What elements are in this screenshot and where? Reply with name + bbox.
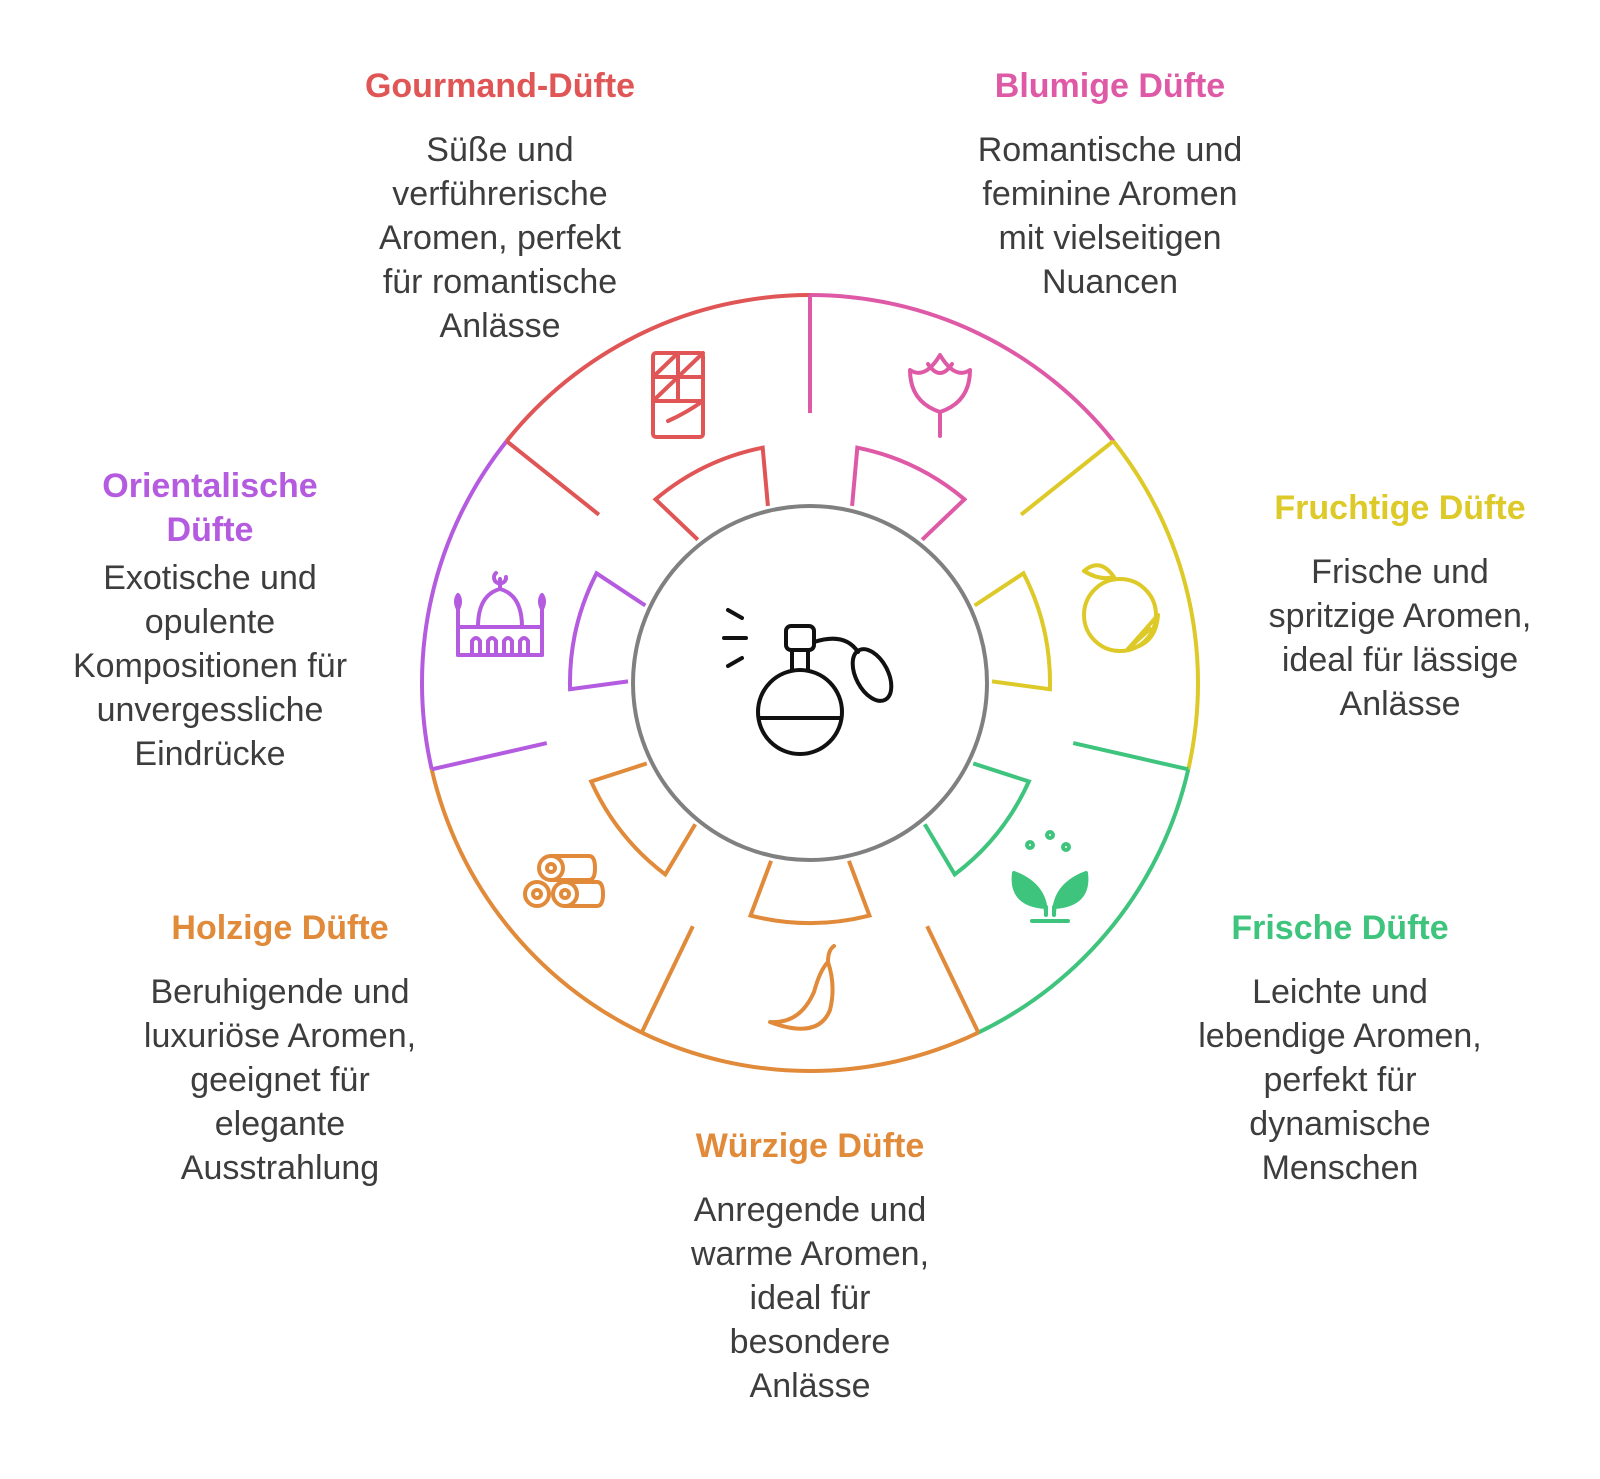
category-description: Exotische und opulente Kompositionen für… <box>72 559 348 774</box>
category-fruchtig: Fruchtige Düfte Frische und spritzige Ar… <box>1230 486 1570 726</box>
category-description: Romantische und feminine Aromen mit viel… <box>977 131 1243 302</box>
wheel-segment-frisch <box>923 761 1191 1035</box>
segment-inner-tab <box>973 570 1052 692</box>
category-description: Anregende und warme Aromen, ideal für be… <box>690 1191 930 1406</box>
category-blumige: Blumige Düfte Romantische und feminine A… <box>930 64 1290 304</box>
category-title: Blumige Düfte <box>994 67 1226 105</box>
segment-outer-arc <box>809 293 1115 443</box>
segment-outer-arc <box>1111 439 1200 770</box>
category-title: Gourmand-Düfte <box>364 67 636 105</box>
center-circle <box>631 504 989 862</box>
segment-outer-arc <box>505 293 811 443</box>
segment-outer-arc <box>420 439 509 770</box>
chili-pepper-icon <box>768 944 836 1031</box>
segment-inner-tab <box>652 445 770 542</box>
segment-outer-arc <box>977 768 1191 1035</box>
category-title: Holzige Düfte <box>171 909 389 947</box>
rose-icon <box>908 353 972 438</box>
segment-divider <box>505 439 601 517</box>
category-gourmand: Gourmand-Düfte Süße und verführerische A… <box>330 64 670 348</box>
segment-inner-tab <box>568 570 647 692</box>
perfume-bottle-icon <box>722 608 894 756</box>
sprout-icon <box>1011 830 1089 923</box>
wheel-segment-fruchtig <box>973 439 1200 772</box>
chocolate-bar-icon <box>651 351 705 439</box>
orange-icon <box>1082 563 1160 653</box>
category-frisch: Frische Düfte Leichte und lebendige Arom… <box>1170 906 1510 1190</box>
wheel-segment-holz <box>429 741 697 1035</box>
category-description: Leichte und lebendige Aromen, perfekt fü… <box>1198 973 1482 1188</box>
segment-inner-tab <box>850 445 968 542</box>
segment-divider <box>1019 439 1115 517</box>
segment-inner-tab <box>923 761 1032 878</box>
category-description: Süße und verführerische Aromen, perfekt … <box>379 131 621 346</box>
segment-inner-tab <box>588 761 697 878</box>
segment-divider <box>431 741 548 772</box>
category-description: Beruhigende und luxuriöse Aromen, geeign… <box>143 973 417 1188</box>
category-title: Orientalische Düfte <box>102 467 318 550</box>
segment-outer-arc <box>640 1030 980 1074</box>
segment-divider <box>925 925 981 1034</box>
category-description: Frische und spritzige Aromen, ideal für … <box>1268 553 1532 724</box>
wheel-segment-wuerzig <box>639 860 980 1074</box>
wheel-segment-orient <box>420 439 647 770</box>
segment-inner-tab <box>747 860 873 925</box>
category-title: Frische Düfte <box>1231 909 1449 947</box>
category-orientalisch: Orientalische Düfte Exotische und opulen… <box>40 464 380 776</box>
category-title: Würzige Düfte <box>695 1127 925 1165</box>
wheel-segments <box>420 293 1200 1074</box>
category-title: Fruchtige Düfte <box>1274 489 1526 527</box>
category-wuerzig: Würzige Düfte Anregende und warme Aromen… <box>640 1124 980 1408</box>
mosque-icon <box>454 571 546 657</box>
wood-logs-icon <box>523 854 605 908</box>
segment-outer-arc <box>429 768 643 1035</box>
segment-divider <box>1072 741 1189 772</box>
wheel-segment-blumige <box>809 293 1115 542</box>
segment-divider <box>639 925 695 1034</box>
category-holz: Holzige Düfte Beruhigende und luxuriöse … <box>110 906 450 1190</box>
wheel-segment-gourmand <box>505 293 812 542</box>
